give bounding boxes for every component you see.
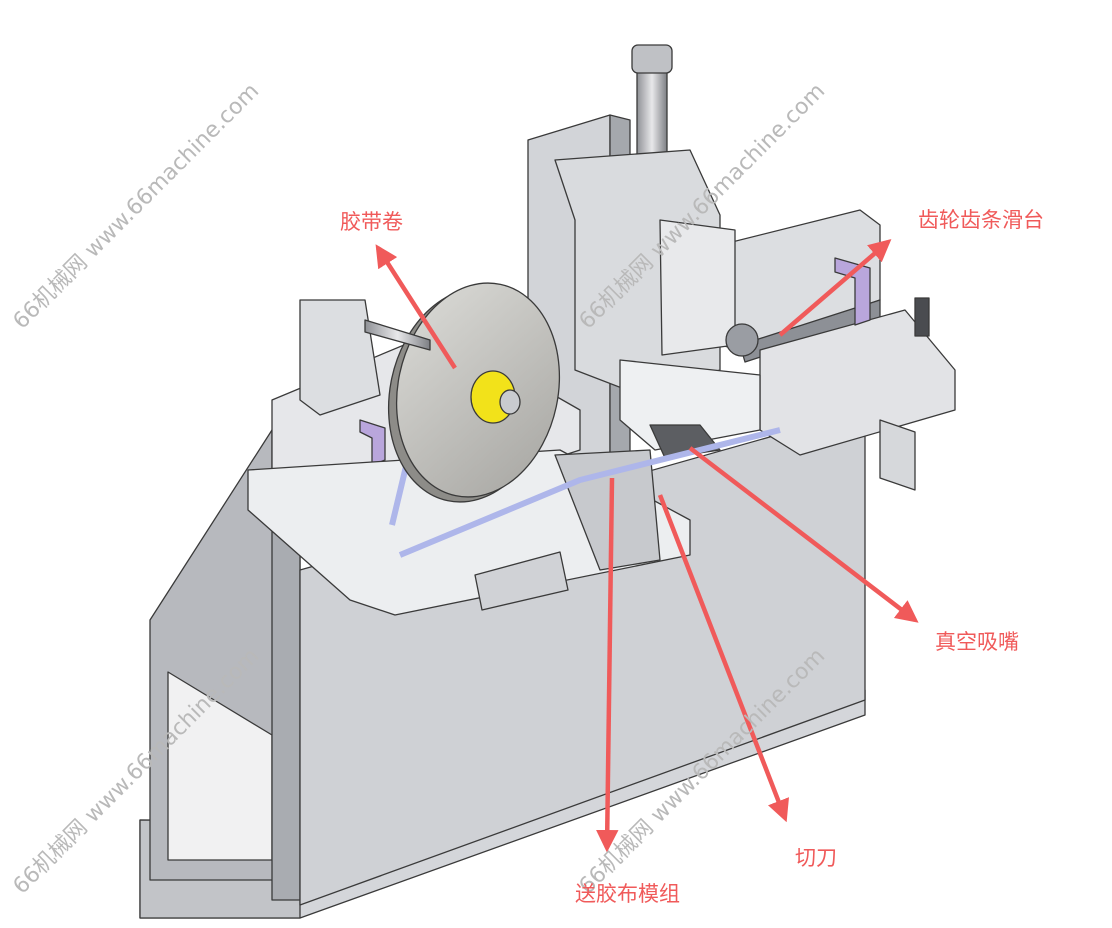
gear — [725, 323, 759, 357]
tape-roll-axle — [499, 389, 521, 415]
tape-path — [398, 427, 781, 558]
cylinder-cap — [631, 44, 673, 74]
sensor — [914, 297, 930, 337]
label-cutter: 切刀 — [795, 846, 837, 870]
arrow-rack-slide — [778, 239, 892, 337]
left-end-block — [299, 299, 381, 416]
arrow-cutter — [657, 494, 789, 823]
watermark-1: 66机械网 www.66machine.com — [9, 79, 265, 335]
label-feed-module: 送胶布模组 — [575, 882, 680, 906]
arrow-vacuum-nozzle — [688, 446, 919, 623]
roll-shaft — [364, 319, 431, 351]
label-rack-slide: 齿轮齿条滑台 — [918, 208, 1044, 232]
purple-bracket-right — [834, 257, 871, 326]
arrow-feed-module — [595, 477, 619, 853]
label-vacuum-nozzle: 真空吸嘴 — [935, 630, 1019, 654]
right-cylinder — [879, 419, 916, 491]
label-tape-roll: 胶带卷 — [340, 210, 403, 234]
bottom-cylinder — [474, 551, 569, 611]
arrow-tape-roll — [375, 244, 457, 370]
